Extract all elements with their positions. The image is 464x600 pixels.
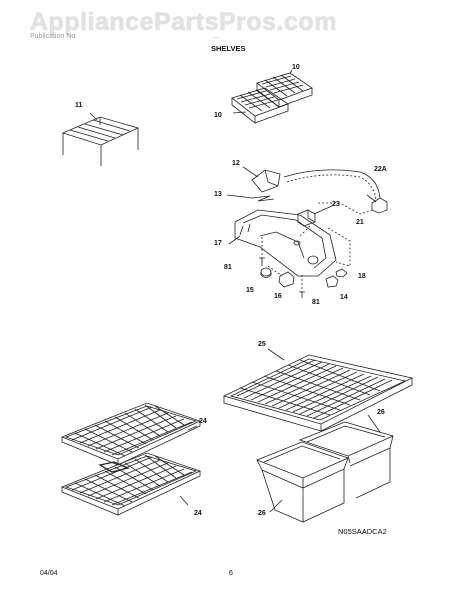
callout-15: 15: [246, 287, 254, 294]
wire-shelf-lower: [60, 452, 202, 516]
callout-13: 13: [214, 191, 222, 198]
callout-24-upper: 24: [199, 418, 207, 425]
model-header: ...: [213, 33, 219, 40]
callout-22a: 22A: [374, 166, 387, 173]
wire-shelf-upper: [60, 402, 202, 466]
watermark: AppliancePartsPros.com: [30, 8, 337, 36]
callout-10-lower: 10: [214, 112, 222, 119]
callout-12: 12: [232, 160, 240, 167]
callout-11: 11: [75, 102, 83, 109]
crisper-drawer-right: [298, 421, 395, 499]
callout-26-left: 26: [258, 510, 266, 517]
callout-14: 14: [340, 294, 348, 301]
callout-81-right: 81: [312, 299, 320, 306]
section-title: SHELVES: [211, 44, 246, 53]
diagram-code: N05SAADCA2: [338, 527, 387, 536]
callout-17: 17: [214, 240, 222, 247]
small-wire-shelf: [61, 112, 140, 166]
ice-tray-lower: [231, 87, 289, 124]
footer-page-number: 6: [229, 570, 233, 577]
crisper-cover-glass: [222, 354, 414, 432]
footer-date: 04/04: [40, 570, 58, 577]
crisper-drawer-left: [255, 441, 350, 523]
callout-16: 16: [274, 293, 282, 300]
callout-26-right: 26: [377, 409, 385, 416]
callout-21: 21: [356, 219, 364, 226]
callout-81-left: 81: [224, 264, 232, 271]
callout-23: 23: [332, 201, 340, 208]
callout-25: 25: [258, 341, 266, 348]
callout-18: 18: [358, 273, 366, 280]
callout-10-upper: 10: [292, 64, 300, 71]
callout-24-lower: 24: [194, 510, 202, 517]
publication-header: Publication No.: [30, 33, 78, 40]
ice-maker-assembly: [234, 169, 388, 298]
